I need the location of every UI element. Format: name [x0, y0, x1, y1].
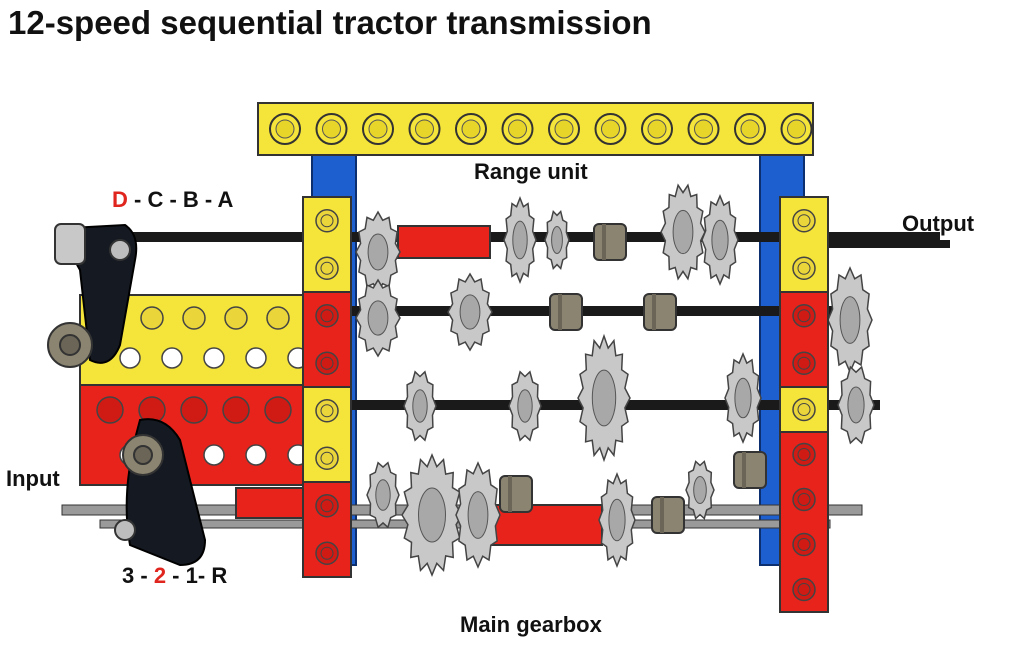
range-position-d: D — [112, 187, 128, 212]
gear-position-3: 3 — [122, 563, 135, 588]
gears — [355, 183, 875, 577]
range-position-a: A — [217, 187, 234, 212]
left-frame-column — [302, 196, 352, 578]
range-selector-positions: D - C - B - A — [112, 187, 234, 212]
range-position-b: B — [182, 187, 199, 212]
page-title: 12-speed sequential tractor transmission — [8, 4, 652, 41]
gear-position-2: 2 — [153, 563, 167, 588]
gear-position-r: R — [211, 563, 228, 588]
olive-connectors — [499, 223, 767, 534]
main-selector-positions: 3 - 2 - 1- R — [122, 563, 228, 588]
right-frame-column — [779, 196, 829, 613]
top-yellow-beam — [257, 102, 814, 156]
gear-position-1: 1 — [185, 563, 198, 588]
input-label: Input — [6, 466, 60, 491]
output-label: Output — [902, 211, 975, 236]
main-gearbox-label: Main gearbox — [460, 612, 602, 637]
range-position-c: C — [147, 187, 164, 212]
shift-levers — [47, 223, 207, 567]
range-unit-label: Range unit — [474, 159, 588, 184]
